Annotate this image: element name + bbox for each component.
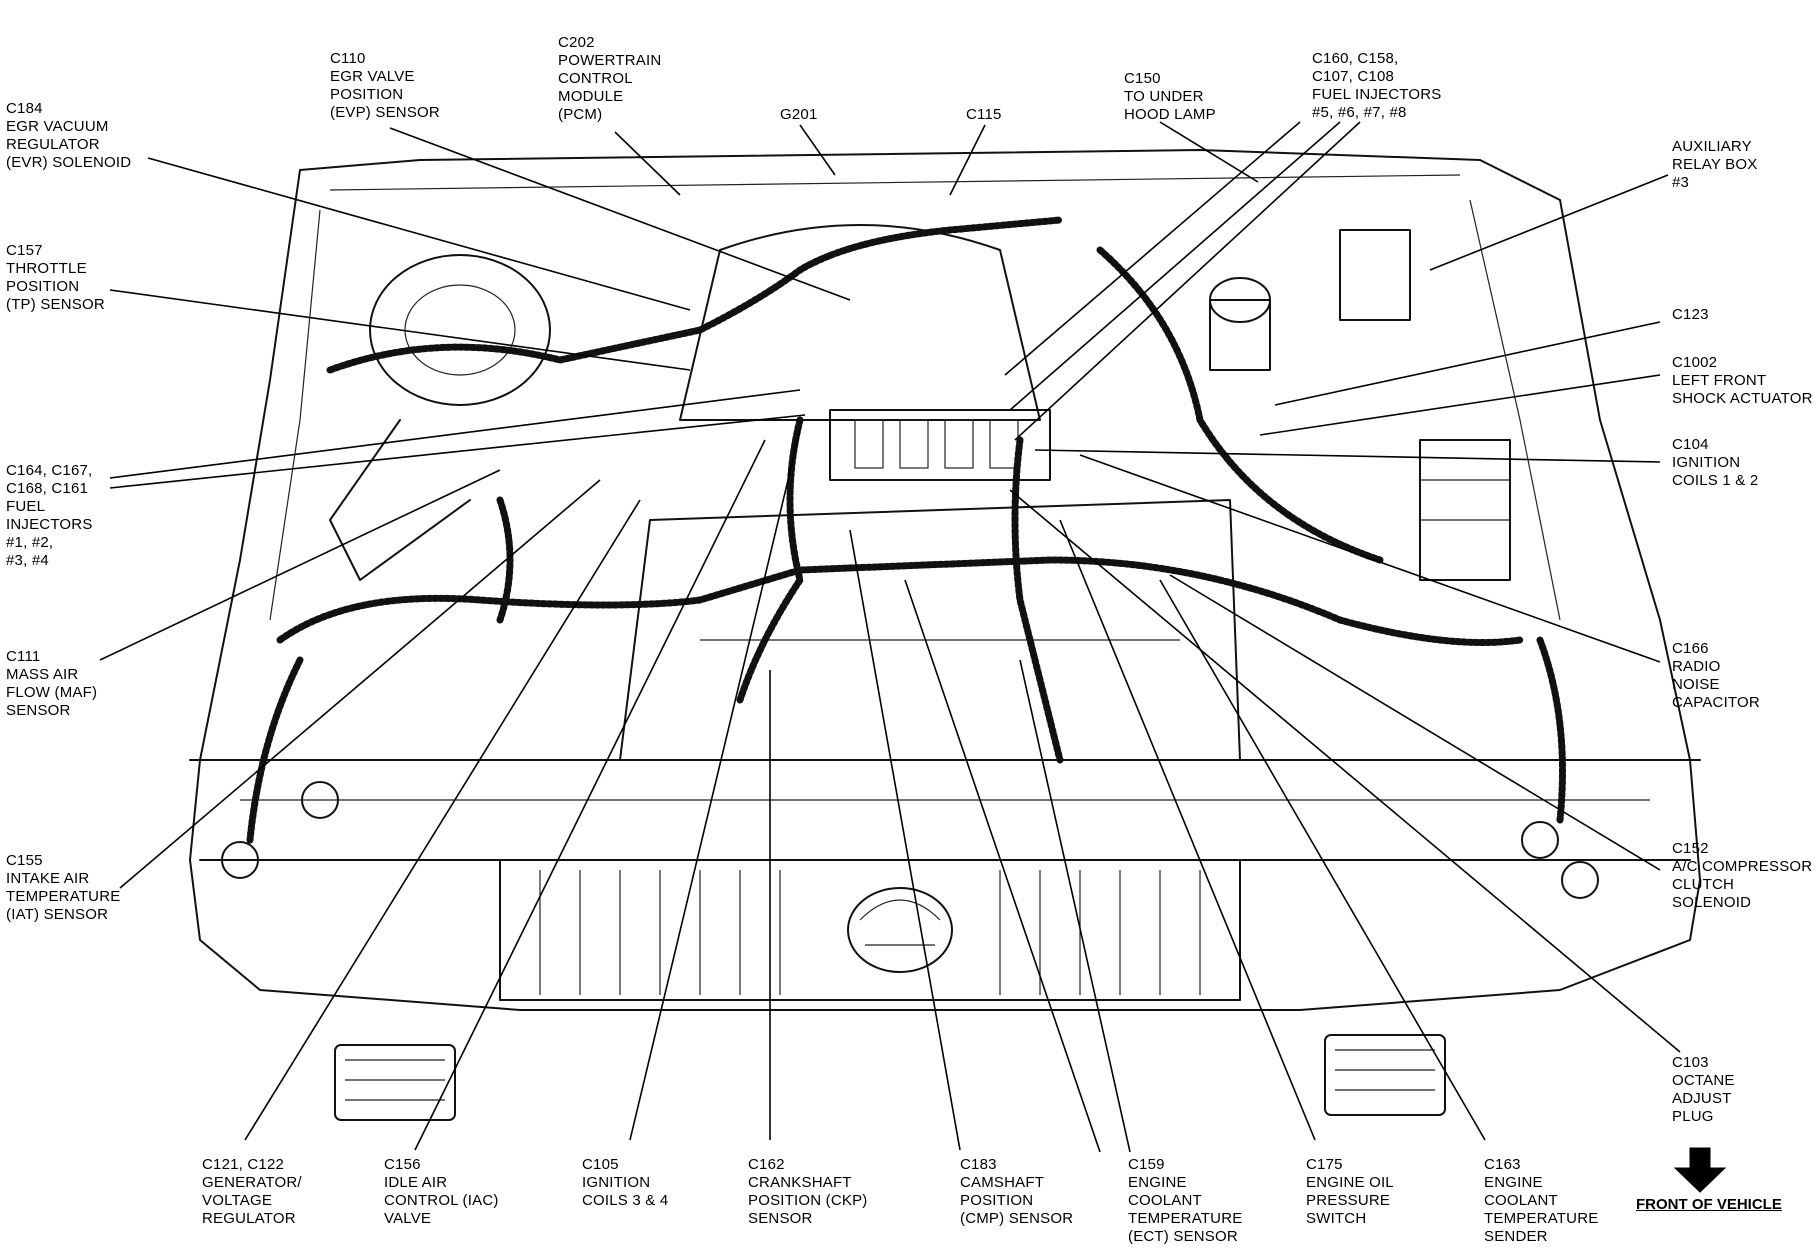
callout-c183: C183 CAMSHAFT POSITION (CMP) SENSOR <box>960 1156 1074 1227</box>
leader-c160-b <box>1009 121 1341 411</box>
leader-c166 <box>1079 454 1661 663</box>
callout-c163: C163 ENGINE COOLANT TEMPERATURE SENDER <box>1484 1156 1599 1245</box>
leader-c164-a <box>109 389 801 479</box>
leader-c159-a <box>904 579 1101 1153</box>
brake-master-cylinder <box>1209 229 1411 371</box>
leader-c123 <box>1274 321 1661 406</box>
callout-c156: C156 IDLE AIR CONTROL (IAC) VALVE <box>384 1156 499 1227</box>
leader-c111 <box>99 469 501 661</box>
callout-c162: C162 CRANKSHAFT POSITION (CKP) SENSOR <box>748 1156 868 1227</box>
callout-c111: C111 MASS AIR FLOW (MAF) SENSOR <box>6 648 98 719</box>
callout-c110: C110 EGR VALVE POSITION (EVP) SENSOR <box>330 50 440 121</box>
callout-c184: C184 EGR VACUUM REGULATOR (EVR) SOLENOID <box>6 100 132 171</box>
leader-c160-c <box>1014 121 1361 441</box>
leader-c156 <box>414 439 766 1151</box>
callout-c160: C160, C158, C107, C108 FUEL INJECTORS #5… <box>1312 50 1442 121</box>
leader-c157 <box>109 289 691 371</box>
leader-c159-b <box>1019 659 1131 1153</box>
callout-c175: C175 ENGINE OIL PRESSURE SWITCH <box>1306 1156 1394 1227</box>
leader-c184 <box>147 157 691 311</box>
leader-c121 <box>244 499 641 1141</box>
callout-c166: C166 RADIO NOISE CAPACITOR <box>1672 640 1760 711</box>
callout-c121: C121, C122 GENERATOR/ VOLTAGE REGULATOR <box>202 1156 302 1227</box>
leader-c105 <box>629 429 801 1141</box>
leader-c155 <box>119 479 601 889</box>
callout-c152: C152 A/C COMPRESSOR CLUTCH SOLENOID <box>1672 840 1813 911</box>
leader-c175 <box>1059 519 1316 1141</box>
leader-c163 <box>1159 579 1486 1141</box>
callout-c157: C157 THROTTLE POSITION (TP) SENSOR <box>6 242 105 313</box>
callout-c164: C164, C167, C168, C161 FUEL INJECTORS #1… <box>6 462 93 569</box>
leader-lines <box>99 121 1681 1153</box>
leader-c160-a <box>1004 121 1301 376</box>
callout-c150: C150 TO UNDER HOOD LAMP <box>1124 70 1216 123</box>
leader-c152 <box>1169 574 1661 871</box>
leader-c110 <box>389 127 851 301</box>
callout-c104: C104 IGNITION COILS 1 & 2 <box>1672 436 1759 489</box>
air-cleaner <box>329 254 551 581</box>
callout-g201: G201 <box>780 106 818 123</box>
callout-c105: C105 IGNITION COILS 3 & 4 <box>582 1156 669 1209</box>
leader-g201 <box>799 124 836 176</box>
front-arrow-icon <box>1673 1147 1727 1193</box>
battery-relay-box <box>1419 439 1511 581</box>
callout-auxiliary-relay-box: AUXILIARY RELAY BOX #3 <box>1672 138 1758 191</box>
callout-c155: C155 INTAKE AIR TEMPERATURE (IAT) SENSOR <box>6 852 121 923</box>
leader-c115 <box>949 124 986 196</box>
callout-c115: C115 <box>966 106 1002 123</box>
callout-c202: C202 POWERTRAIN CONTROL MODULE (PCM) <box>558 34 662 123</box>
leader-c164-b <box>109 414 806 489</box>
leader-c103 <box>1009 489 1681 1053</box>
wiring-harness <box>246 216 1566 844</box>
callout-c103: C103 OCTANE ADJUST PLUG <box>1672 1054 1735 1125</box>
leader-c202 <box>614 131 681 196</box>
radiator-grille <box>499 859 1241 1001</box>
leader-aux <box>1429 174 1669 271</box>
leader-c183 <box>849 529 961 1151</box>
leader-c1002 <box>1259 374 1661 436</box>
leader-c104 <box>1034 449 1661 463</box>
front-of-vehicle-label: FRONT OF VEHICLE <box>1636 1196 1782 1213</box>
headlamps-foglamps <box>221 781 1599 1121</box>
callout-c123: C123 <box>1672 306 1709 323</box>
callout-c1002: C1002 LEFT FRONT SHOCK ACTUATOR <box>1672 354 1813 407</box>
callout-c159: C159 ENGINE COOLANT TEMPERATURE (ECT) SE… <box>1128 1156 1243 1245</box>
engine-block <box>619 224 1241 761</box>
